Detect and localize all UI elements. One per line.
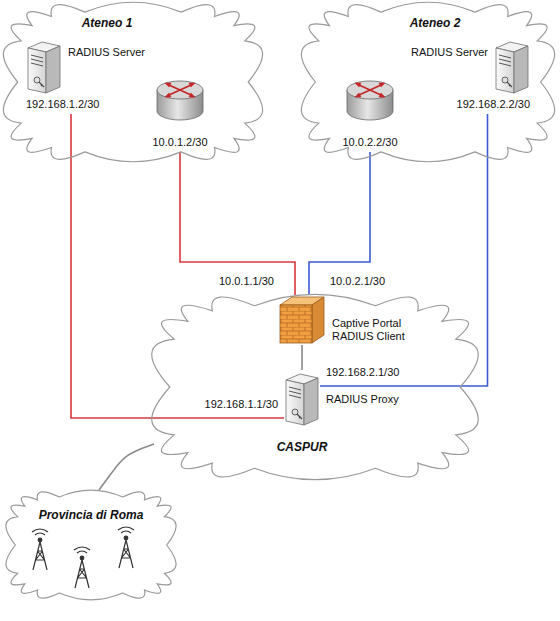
cloud-title: Ateneo 2 (380, 16, 490, 30)
node-label: 192.168.1.2/30 (26, 98, 99, 111)
network-cloud: Provincia di Roma (5, 490, 177, 600)
antenna-symbol (74, 547, 90, 588)
antenna-symbol (118, 527, 134, 568)
network-link (99, 444, 154, 490)
network-link (301, 345, 303, 370)
server-node: RADIUS Server192.168.1.2/30 (26, 40, 116, 114)
firewall-icon (278, 295, 326, 345)
node-label: 10.0.1.1/30 (219, 275, 274, 288)
cloud-outline (5, 490, 177, 600)
router-icon (345, 78, 395, 122)
cloud-title: Provincia di Roma (25, 508, 157, 522)
node-label: 192.168.1.1/30 (205, 398, 278, 411)
node-label: 192.168.2.2/30 (457, 98, 530, 111)
router-icon (155, 78, 205, 122)
firewall-node: Captive Portal RADIUS Client10.0.1.1/301… (278, 295, 326, 345)
node-label: 10.0.2.2/30 (335, 136, 405, 149)
network-cloud: Ateneo 1RADIUS Server192.168.1.2/3010.0.… (2, 2, 264, 162)
node-label: 10.0.2.1/30 (330, 275, 385, 288)
network-link (71, 114, 284, 418)
cloud-title: Ateneo 1 (52, 16, 162, 30)
node-label: RADIUS Server (411, 46, 488, 59)
server-icon (494, 40, 530, 94)
network-link (309, 152, 370, 295)
node-label: RADIUS Proxy (326, 393, 399, 406)
node-label: 10.0.1.2/30 (145, 136, 215, 149)
node-label: RADIUS Server (68, 46, 145, 59)
network-link (180, 152, 295, 295)
router-node: 10.0.2.2/30 (335, 78, 405, 152)
cloud-title: CASPUR (262, 440, 342, 454)
router-node: 10.0.1.2/30 (145, 78, 215, 152)
proxy-node: 192.168.1.1/30192.168.2.1/30RADIUS Proxy (284, 370, 320, 428)
server-icon (284, 372, 320, 426)
server-icon (26, 40, 62, 94)
node-label: 192.168.2.1/30 (326, 366, 399, 379)
network-cloud: Ateneo 210.0.2.2/30RADIUS Server192.168.… (300, 2, 556, 162)
node-label: Captive Portal RADIUS Client (332, 317, 442, 343)
server-node: RADIUS Server192.168.2.2/30 (445, 40, 530, 114)
network-cloud: CASPUR Captive Portal RADIUS Client10.0.1… (150, 294, 480, 480)
antenna-symbol (32, 529, 48, 570)
network-link (320, 114, 488, 386)
